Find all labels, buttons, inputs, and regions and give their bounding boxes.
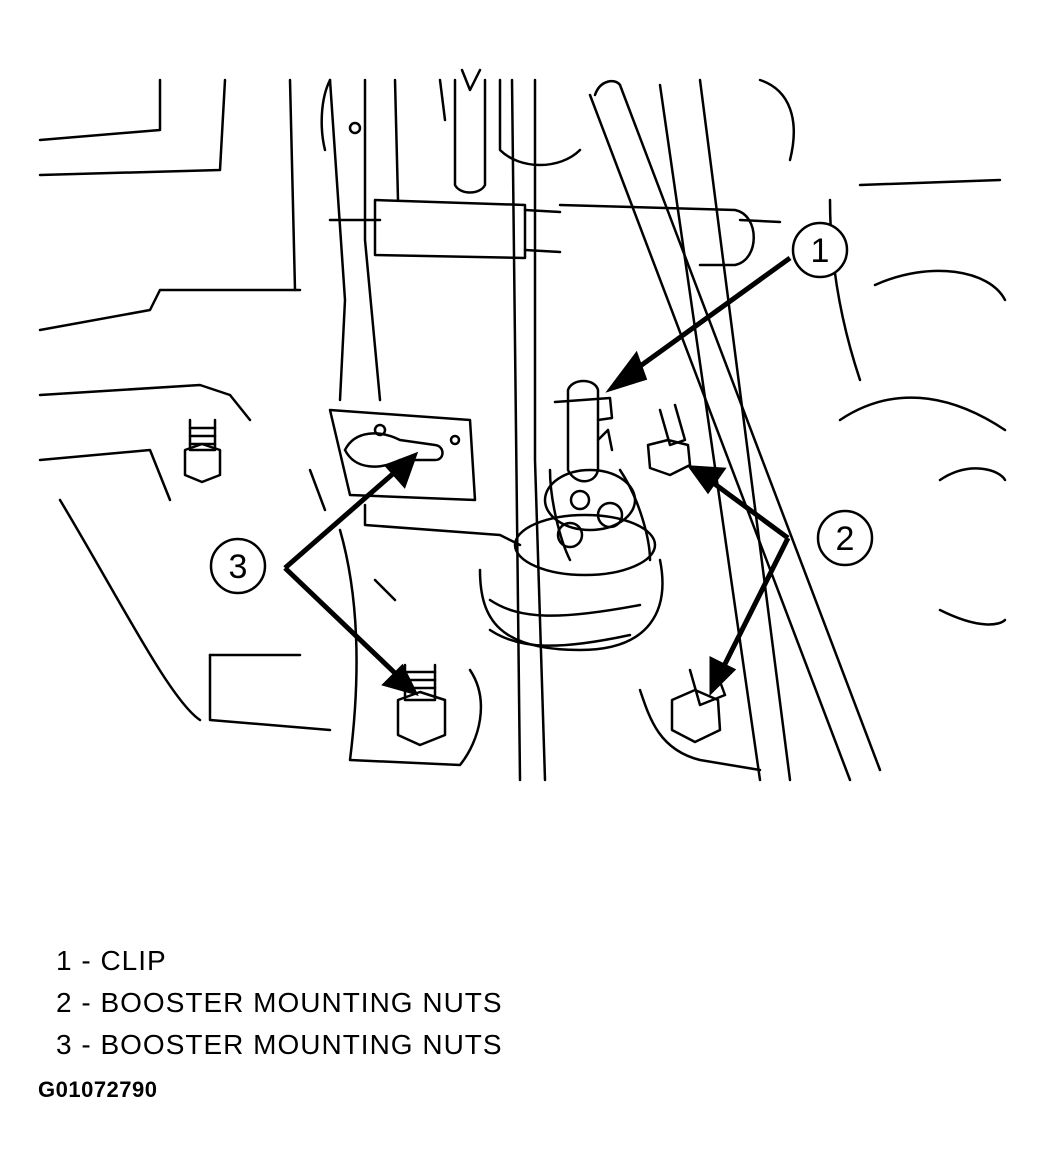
figure-id: G01072790	[38, 1077, 158, 1102]
pedal-bracket	[320, 68, 582, 402]
brake-booster-illustration: 1 2 3	[38, 68, 1007, 782]
callout-3: 3	[209, 537, 267, 595]
pivot-shaft	[328, 198, 782, 267]
legend-item-booster-mounting-nuts: 3 - BOOSTER MOUNTING NUTS	[56, 1029, 503, 1060]
svg-text:1: 1	[811, 232, 830, 270]
callout-1: 1	[791, 221, 849, 279]
booster-boot	[478, 379, 664, 652]
lower-bracket	[338, 528, 762, 772]
svg-text:3: 3	[229, 548, 248, 586]
callout-2: 2	[816, 509, 874, 567]
clip	[553, 396, 614, 452]
svg-text:2: 2	[836, 520, 855, 558]
legend: 1 - CLIP 2 - BOOSTER MOUNTING NUTS 3 - B…	[56, 940, 503, 1066]
legend-item-booster-mounting-nuts: 2 - BOOSTER MOUNTING NUTS	[56, 987, 503, 1018]
upper-left-stud	[183, 418, 222, 484]
upper-right-nut	[646, 403, 692, 477]
firewall-panel	[38, 78, 332, 732]
pedal-arm	[588, 78, 882, 782]
legend-item-clip: 1 - CLIP	[56, 945, 167, 976]
mounting-plate	[308, 408, 522, 547]
callout-arrows	[283, 255, 792, 697]
push-rod-guide	[510, 78, 547, 782]
right-panel	[758, 78, 1007, 626]
